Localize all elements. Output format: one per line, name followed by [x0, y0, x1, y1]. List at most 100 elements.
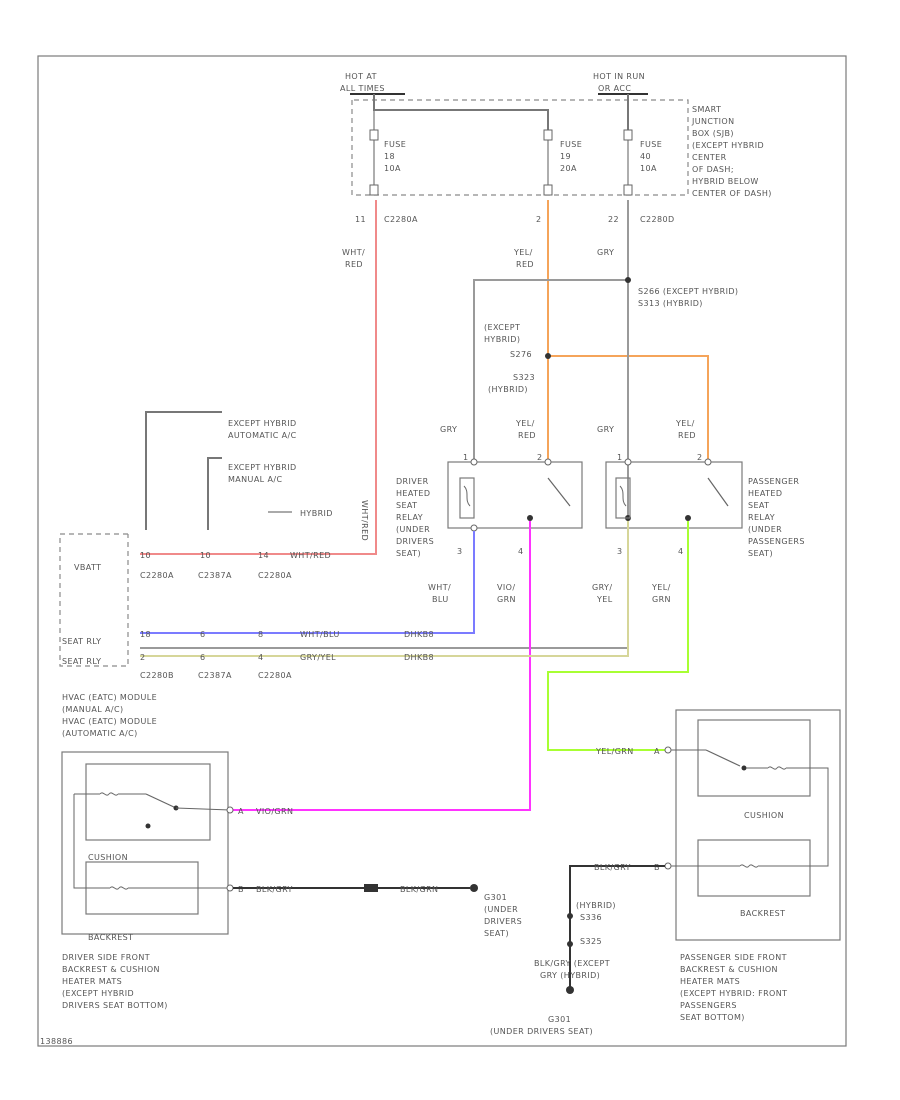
svg-text:BLU: BLU	[432, 595, 449, 604]
svg-text:S266 (EXCEPT HYBRID): S266 (EXCEPT HYBRID)	[638, 287, 738, 296]
svg-text:11: 11	[355, 215, 366, 224]
wire-yel-grn	[547, 521, 689, 751]
svg-text:HVAC (EATC) MODULE: HVAC (EATC) MODULE	[62, 717, 157, 726]
svg-text:C2280B: C2280B	[140, 671, 174, 680]
svg-text:10: 10	[200, 551, 211, 560]
svg-text:PASSENGER: PASSENGER	[748, 477, 799, 486]
wire-gry-yel	[140, 521, 629, 657]
svg-text:SEAT): SEAT)	[748, 549, 773, 558]
svg-text:3: 3	[617, 547, 623, 556]
svg-text:RELAY: RELAY	[396, 513, 423, 522]
svg-text:14: 14	[258, 551, 269, 560]
wire-blk-gry-passenger	[569, 865, 665, 990]
svg-text:YEL/: YEL/	[515, 419, 535, 428]
svg-text:(UNDER DRIVERS SEAT): (UNDER DRIVERS SEAT)	[490, 1027, 593, 1036]
svg-text:OF DASH;: OF DASH;	[692, 165, 734, 174]
svg-text:GRY/: GRY/	[592, 583, 612, 592]
svg-text:SEAT): SEAT)	[396, 549, 421, 558]
passenger-seat-heater-mats: A B CUSHION BACKREST	[654, 709, 841, 941]
svg-text:2: 2	[537, 453, 543, 462]
splice-s325	[567, 941, 573, 947]
hvac-module-outline	[59, 533, 129, 667]
fuse-18: FUSE 18 10A	[369, 110, 406, 196]
fuse-19: FUSE 19 20A	[543, 129, 582, 196]
sjb-label: SMART JUNCTION BOX (SJB) (EXCEPT HYBRID …	[691, 105, 771, 198]
svg-text:C2280A: C2280A	[140, 571, 174, 580]
svg-text:22: 22	[608, 215, 619, 224]
splice-s323-label: S323 (HYBRID)	[488, 373, 535, 394]
svg-text:A: A	[654, 747, 660, 756]
svg-text:MANUAL A/C: MANUAL A/C	[228, 475, 282, 484]
wire-vio-grn-label: VIO/GRN	[256, 807, 293, 816]
svg-text:(UNDER: (UNDER	[396, 525, 430, 534]
svg-text:WHT/BLU: WHT/BLU	[300, 630, 340, 639]
svg-text:S336: S336	[580, 913, 602, 922]
wire-blk-gry-label: BLK/GRY	[256, 885, 293, 894]
svg-text:(HYBRID): (HYBRID)	[488, 385, 528, 394]
svg-text:DRIVERS SEAT BOTTOM): DRIVERS SEAT BOTTOM)	[62, 1001, 168, 1010]
svg-text:HYBRID): HYBRID)	[484, 335, 520, 344]
svg-text:YEL/: YEL/	[651, 583, 671, 592]
svg-text:RED: RED	[518, 431, 536, 440]
wire-blk-grn-label: BLK/GRN	[400, 885, 438, 894]
svg-text:GRN: GRN	[652, 595, 671, 604]
svg-text:PASSENGERS: PASSENGERS	[748, 537, 805, 546]
svg-text:G301: G301	[548, 1015, 571, 1024]
svg-text:SEAT: SEAT	[396, 501, 417, 510]
variant-bracket-manual	[207, 457, 222, 530]
wire-wht-red-label: WHT/ RED WHT/RED WHT/RED	[290, 248, 369, 560]
svg-text:8: 8	[258, 630, 264, 639]
inline-connector	[364, 884, 378, 892]
svg-text:WHT/: WHT/	[428, 583, 451, 592]
svg-text:10A: 10A	[640, 164, 657, 173]
figure-id: 138886	[40, 1037, 73, 1046]
svg-text:RED: RED	[678, 431, 696, 440]
svg-text:YEL/: YEL/	[513, 248, 533, 257]
svg-text:(HYBRID): (HYBRID)	[576, 901, 616, 910]
hot-in-run-label-2: OR ACC	[598, 84, 631, 93]
passenger-seat-label: PASSENGER SIDE FRONT BACKREST & CUSHION …	[680, 953, 787, 1022]
svg-text:HYBRID BELOW: HYBRID BELOW	[692, 177, 759, 186]
svg-text:GRY/YEL: GRY/YEL	[300, 653, 336, 662]
svg-text:HVAC (EATC) MODULE: HVAC (EATC) MODULE	[62, 693, 157, 702]
svg-text:PASSENGERS: PASSENGERS	[680, 1001, 737, 1010]
wire-yel-red-branch	[548, 355, 709, 462]
svg-text:FUSE: FUSE	[640, 140, 662, 149]
svg-text:10A: 10A	[384, 164, 401, 173]
svg-text:C2280A: C2280A	[258, 571, 292, 580]
svg-text:BLK/GRY (EXCEPT: BLK/GRY (EXCEPT	[534, 959, 610, 968]
svg-text:BACKREST: BACKREST	[740, 909, 785, 918]
svg-text:RELAY: RELAY	[748, 513, 775, 522]
svg-text:S323: S323	[513, 373, 535, 382]
svg-text:(AUTOMATIC A/C): (AUTOMATIC A/C)	[62, 729, 138, 738]
wire-gry	[140, 200, 629, 649]
svg-text:S313 (HYBRID): S313 (HYBRID)	[638, 299, 703, 308]
driver-seat-label: DRIVER SIDE FRONT BACKREST & CUSHION HEA…	[62, 953, 168, 1010]
svg-text:(UNDER: (UNDER	[748, 525, 782, 534]
splice-s276	[545, 353, 551, 359]
diagram-frame	[37, 55, 847, 1047]
svg-text:19: 19	[560, 152, 571, 161]
wire-vio-grn	[230, 521, 531, 811]
svg-text:RED: RED	[516, 260, 534, 269]
svg-text:C2387A: C2387A	[198, 571, 232, 580]
svg-text:2: 2	[536, 215, 542, 224]
svg-text:EXCEPT HYBRID: EXCEPT HYBRID	[228, 419, 297, 428]
power-source-labels: HOT AT ALL TIMES HOT IN RUN OR ACC	[340, 72, 645, 93]
wire-gry-label: GRY	[597, 248, 614, 257]
svg-text:FUSE: FUSE	[560, 140, 582, 149]
passenger-ground-labels: (HYBRID) S336 S325 BLK/GRY (EXCEPT GRY (…	[490, 901, 616, 1036]
hvac-module-label: HVAC (EATC) MODULE (MANUAL A/C) HVAC (EA…	[62, 693, 157, 738]
svg-text:S325: S325	[580, 937, 602, 946]
svg-text:SEAT BOTTOM): SEAT BOTTOM)	[680, 1013, 745, 1022]
svg-text:WHT/RED: WHT/RED	[290, 551, 331, 560]
relay-output-labels: WHT/ BLU VIO/ GRN GRY/ YEL YEL/ GRN	[428, 583, 671, 604]
splice-s266	[625, 277, 631, 283]
svg-text:A: A	[238, 807, 244, 816]
svg-text:18: 18	[140, 630, 151, 639]
svg-text:4: 4	[678, 547, 684, 556]
svg-text:BACKREST: BACKREST	[88, 933, 133, 942]
hvac-wire-labels: WHT/BLU DHKB8 GRY/YEL DHKB8	[300, 630, 434, 662]
svg-text:SEAT RLY: SEAT RLY	[62, 657, 101, 666]
